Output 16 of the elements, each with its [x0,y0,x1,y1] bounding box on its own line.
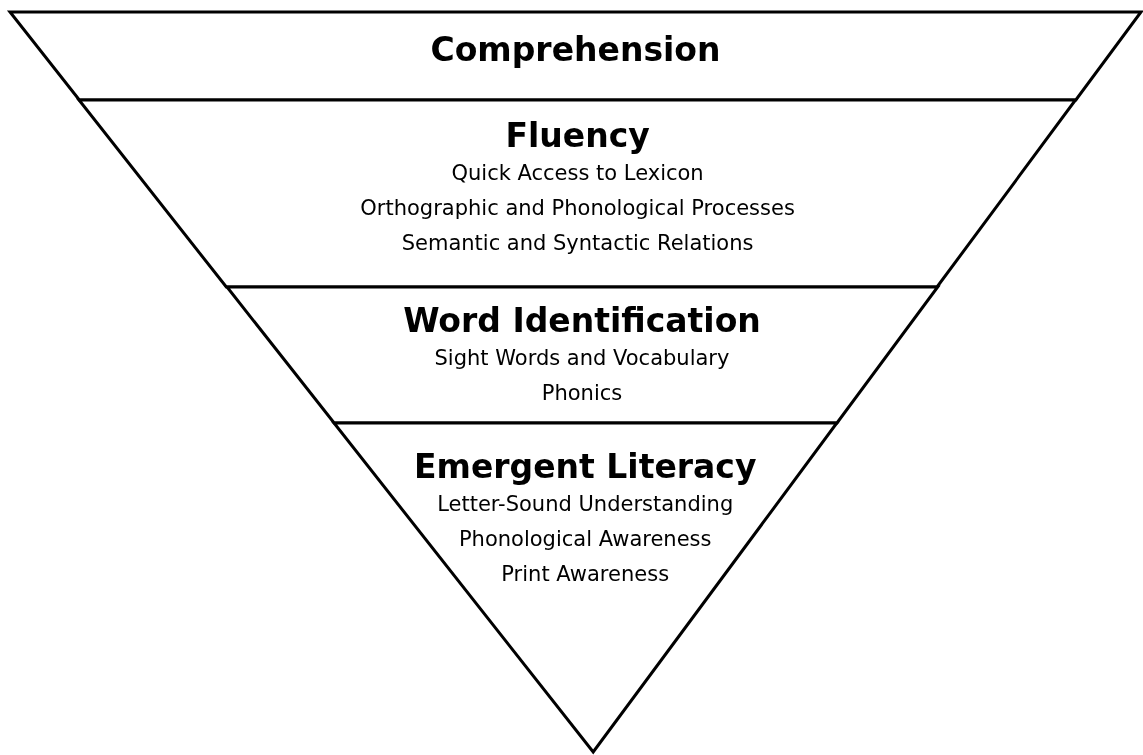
band-item-text: Phonics [541,380,623,407]
band-item-text: Letter-Sound Understanding [437,491,734,518]
band-item-text: Orthographic and Phonological Processes [360,195,795,222]
band-item-text: Semantic and Syntactic Relations [401,230,754,257]
pyramid-band [10,12,1141,100]
band-title: Emergent Literacy [413,447,757,487]
pyramid-tip-band [333,423,837,752]
pyramid-band [79,100,1076,287]
pyramid-band [226,287,938,423]
band-title: Word Identification [403,301,761,341]
band-item-text: Phonological Awareness [458,526,712,553]
band-item-text: Quick Access to Lexicon [451,160,704,187]
band-title: Comprehension [430,30,721,70]
band-item-text: Sight Words and Vocabulary [434,345,730,372]
band-item-text: Print Awareness [501,561,670,588]
band-title: Fluency [505,116,650,156]
